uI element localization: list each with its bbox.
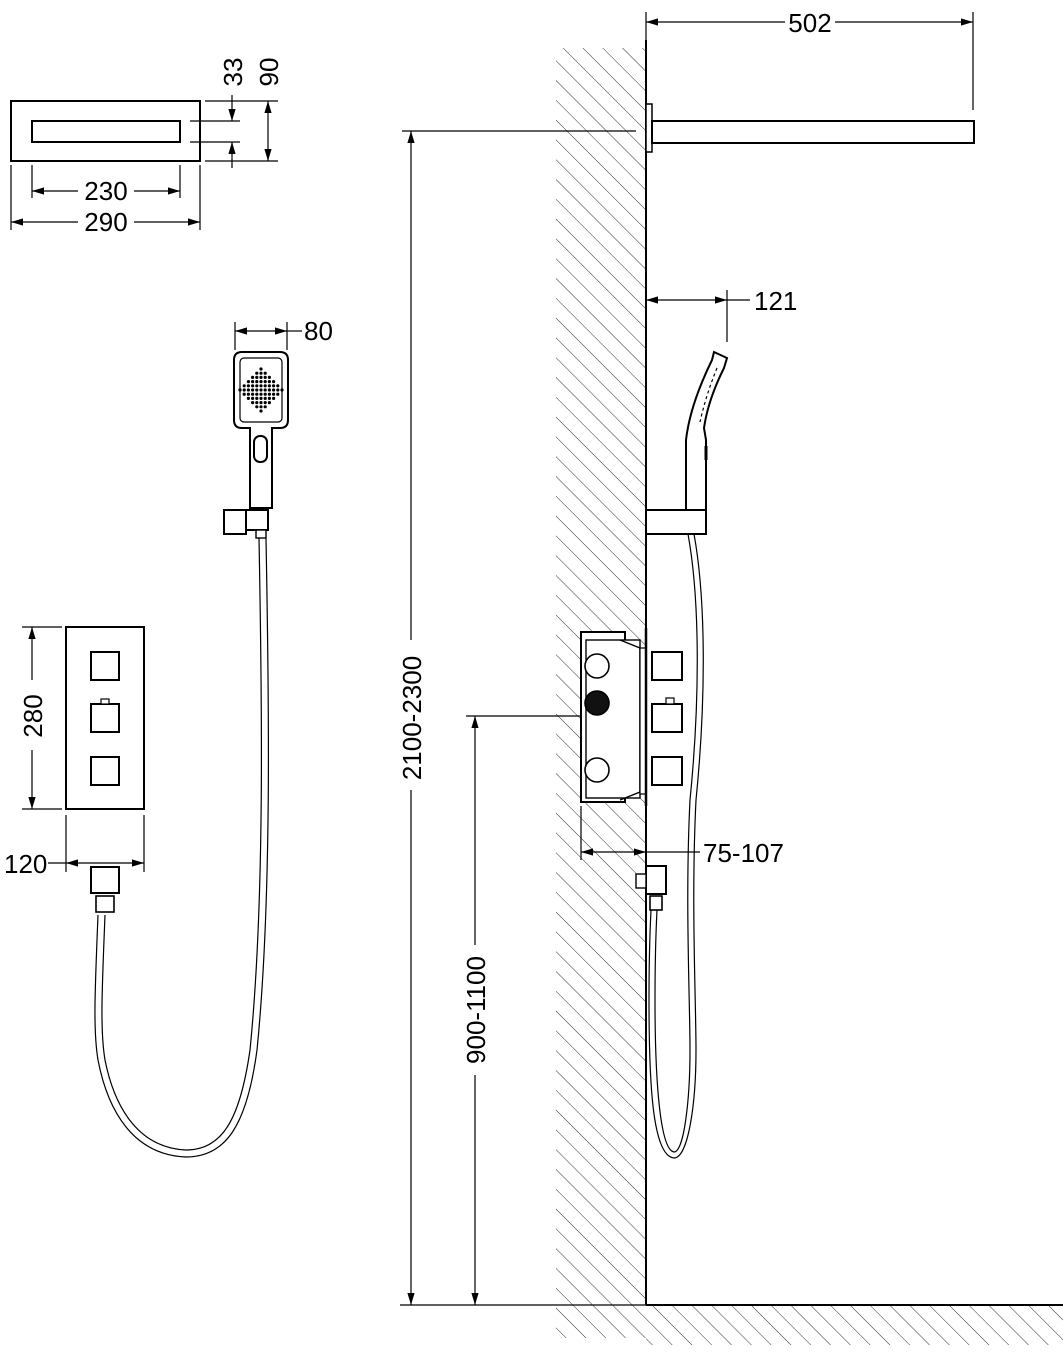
- nozzle-dot: [267, 392, 271, 396]
- nozzle-dot: [242, 388, 246, 392]
- nozzle-dot: [267, 375, 271, 379]
- valve-side: [580, 628, 683, 911]
- nozzle-dot: [246, 388, 250, 392]
- nozzle-dot: [246, 384, 250, 388]
- nozzle-dot: [263, 371, 267, 375]
- nozzle-dot: [263, 401, 267, 405]
- nozzle-dot: [267, 396, 271, 400]
- nozzle-dot: [255, 401, 259, 405]
- handshower-front: 80: [94, 316, 333, 1158]
- valve-plate-front: 280 120: [4, 626, 145, 913]
- nozzle-dot: [259, 384, 263, 388]
- nozzle-dot: [255, 388, 259, 392]
- nozzle-dot: [267, 384, 271, 388]
- nozzle-dot: [251, 380, 255, 384]
- nozzle-dot: [255, 392, 259, 396]
- nozzle-dot: [259, 367, 263, 371]
- nozzle-dot: [272, 388, 276, 392]
- nozzle-dot: [272, 384, 276, 388]
- nozzle-dot: [276, 392, 280, 396]
- dim-arm-projection: 502: [645, 8, 974, 110]
- nozzle-dot: [259, 405, 263, 409]
- nozzle-dot: [255, 371, 259, 375]
- nozzle-dot: [238, 388, 242, 392]
- nozzle-dot: [259, 371, 263, 375]
- nozzle-dot: [267, 380, 271, 384]
- nozzle-dot: [272, 380, 276, 384]
- nozzle-dot: [255, 380, 259, 384]
- nozzle-dot: [242, 392, 246, 396]
- nozzle-dot: [263, 405, 267, 409]
- dim-valve-height: 900-1100: [461, 715, 640, 1305]
- nozzle-dot: [272, 396, 276, 400]
- nozzle-dot: [263, 396, 267, 400]
- nozzle-dot: [259, 388, 263, 392]
- hose-outlet-width-label: 120: [4, 849, 47, 879]
- nozzle-dot: [267, 401, 271, 405]
- showerhead-total-height-label: 90: [254, 58, 284, 87]
- nozzle-dot: [276, 384, 280, 388]
- nozzle-dot: [255, 396, 259, 400]
- nozzle-dot: [263, 388, 267, 392]
- nozzle-dot: [251, 375, 255, 379]
- dim-valve-depth: 75-107: [580, 806, 784, 868]
- nozzle-dot: [267, 388, 271, 392]
- valve-plate-height-label: 280: [18, 694, 48, 737]
- nozzle-dot: [276, 388, 280, 392]
- valve-box-depth-label: 75-107: [703, 838, 784, 868]
- nozzle-dot: [251, 401, 255, 405]
- wall-section: [400, 40, 1063, 1345]
- handshower-side: [645, 350, 729, 1159]
- nozzle-dot: [255, 405, 259, 409]
- nozzle-dot: [255, 384, 259, 388]
- nozzle-dot: [259, 396, 263, 400]
- dim-showerhead-height: 2100-2300: [397, 130, 636, 1305]
- valve-install-height-label: 900-1100: [461, 956, 491, 1064]
- nozzle-dot: [259, 401, 263, 405]
- showerhead-front: 33 90 230 290: [10, 58, 284, 237]
- showerhead-total-width-label: 290: [84, 207, 127, 237]
- wall-outlet-side: [645, 865, 667, 895]
- nozzle-dot: [251, 388, 255, 392]
- nozzle-dot: [272, 392, 276, 396]
- nozzle-dot: [251, 392, 255, 396]
- nozzle-dot: [251, 396, 255, 400]
- handshower-projection-label: 121: [754, 286, 797, 316]
- floor-hatch: [646, 1305, 1063, 1345]
- dim-handshower-projection: 121: [646, 286, 797, 342]
- showerhead-outlet-height-label: 33: [218, 58, 248, 87]
- nozzle-dot: [246, 396, 250, 400]
- nozzle-dot: [259, 392, 263, 396]
- showerhead-install-height-label: 2100-2300: [397, 656, 427, 780]
- nozzle-dot: [251, 384, 255, 388]
- wall-outlet-front: [90, 866, 120, 894]
- nozzle-dot: [263, 380, 267, 384]
- shower-arm-side: [645, 103, 975, 153]
- nozzle-dot: [259, 375, 263, 379]
- nozzle-dot: [242, 384, 246, 388]
- nozzle-dot: [246, 380, 250, 384]
- nozzle-dot: [263, 375, 267, 379]
- handshower-head-width-label: 80: [304, 316, 333, 346]
- nozzle-dot: [263, 384, 267, 388]
- nozzle-dot: [255, 375, 259, 379]
- showerhead-outlet-width-label: 230: [84, 176, 127, 206]
- nozzle-dot: [280, 388, 284, 392]
- nozzle-dot: [246, 392, 250, 396]
- arm-projection-label: 502: [788, 8, 831, 38]
- nozzle-dot: [263, 392, 267, 396]
- handshower-holder-front: [223, 509, 247, 535]
- nozzle-grid: [238, 367, 284, 413]
- nozzle-dot: [259, 409, 263, 413]
- nozzle-dot: [259, 380, 263, 384]
- handshower-holder-side: [645, 509, 707, 535]
